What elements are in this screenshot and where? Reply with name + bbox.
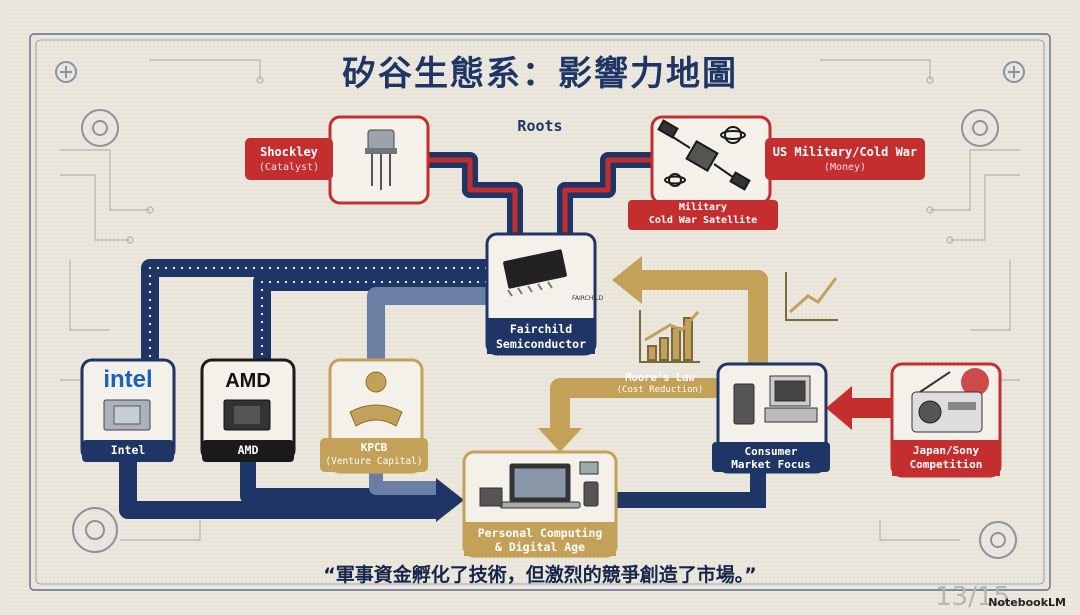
page-number: 13/15 [935,582,1010,612]
amd-chip-icon [223,399,271,431]
amd-logo: AMD [225,370,271,392]
shockley-node [245,115,430,205]
arrowhead-to-personal [436,478,464,522]
personal-line1: Personal Computing [477,526,603,540]
roots-label: Roots [517,117,563,135]
japan-line2: Competition [909,458,983,471]
handshake-money-icon [349,371,403,427]
intel-node [80,358,176,462]
roots-paths [428,152,652,238]
devices-icon [479,461,599,509]
intel-logo: intel [103,366,153,393]
japan-node [890,362,1002,478]
military-name: US Military/Cold War [772,145,918,159]
gold-arrowhead-down [538,428,582,452]
consumer-node [712,362,830,474]
to-personal-paths [119,460,440,519]
consumer-line1: Consumer [744,445,798,458]
gold-arrowhead-left [612,256,642,304]
satellite-caption-line2: Cold War Satellite [648,215,758,226]
cpu-icon [103,399,151,431]
page-frame [29,33,1051,591]
transistor-icon [365,129,397,190]
military-sub: (Money) [823,162,867,173]
fairchild-line1: Fairchild [509,322,573,336]
personal-line2: & Digital Age [494,540,585,554]
spinoff-paths [141,259,487,362]
fairchild-node: FAIRCHILD [485,232,603,356]
japan-line1: Japan/Sony [912,444,980,457]
computer-icon [733,375,818,425]
military-node [628,115,925,230]
shockley-name: Shockley [260,145,318,159]
amd-label: AMD [237,443,259,457]
kpcb-node [320,358,428,474]
intel-label: Intel [110,443,146,457]
brand-label: NotebookLM [988,596,1066,609]
chip-icon: FAIRCHILD [503,249,603,302]
gold-loop [550,270,768,432]
satellite-caption-line1: Military [678,202,728,213]
moores-law-name: Moore's Law [625,372,695,384]
growth-chart-icon [639,272,838,363]
radio-icon [911,368,989,433]
moores-law-sub: (Cost Reduction) [616,385,704,395]
amd-node [200,358,296,462]
page-title: 矽谷生態系：影響力地圖 [342,54,738,94]
fairchild-line2: Semiconductor [495,337,586,351]
kpcb-name: KPCB [360,441,388,454]
satellite-icon [657,119,751,191]
shockley-sub: (Catalyst) [258,162,320,173]
consumer-line2: Market Focus [731,458,811,471]
svg-text:FAIRCHILD: FAIRCHILD [572,295,603,302]
quote-caption: “軍事資金孵化了技術，但激烈的競爭創造了市場。” [323,564,757,586]
personal-computing-node [462,450,618,558]
consumer-return-path [616,472,766,508]
kpcb-sub: (Venture Capital) [325,456,423,467]
red-arrowhead-left [826,386,852,430]
gear-icon [55,61,1025,559]
